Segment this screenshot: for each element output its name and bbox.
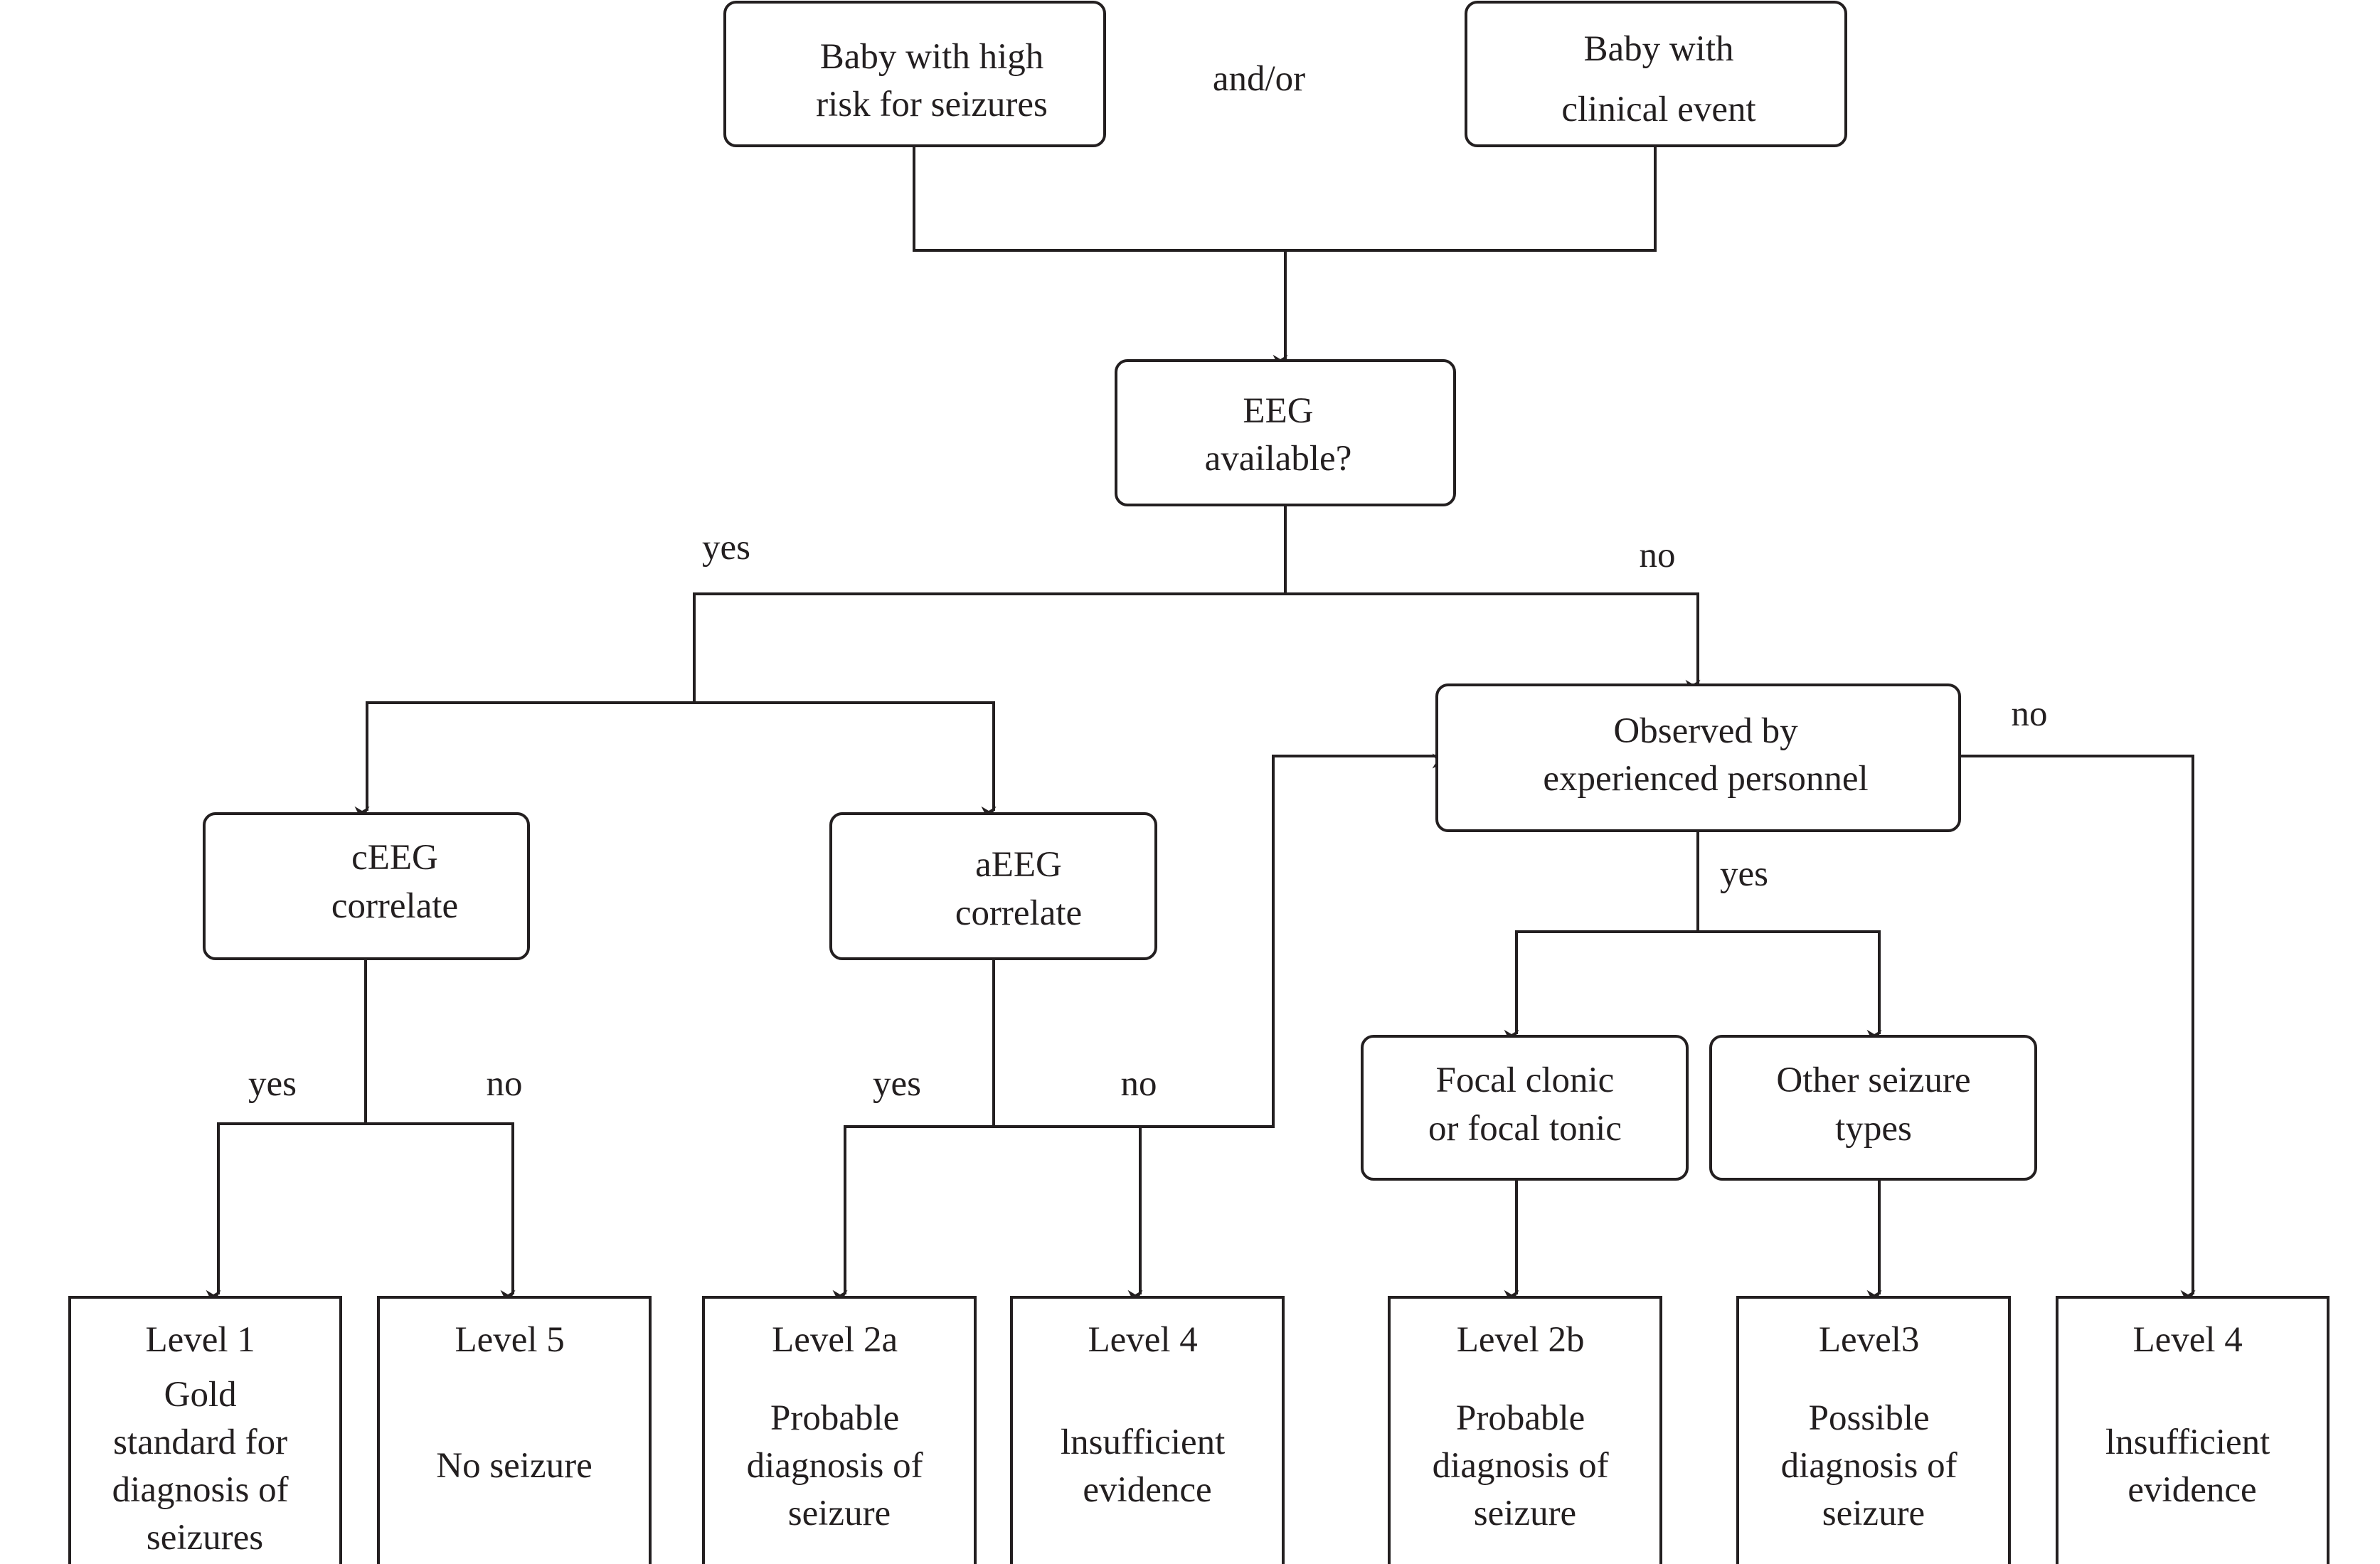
and-or-label: and/or [1213,59,1305,99]
svg-text:Level 1 Gold stand: Level 1 Gold standard for diagnosis of s… [112,1320,298,1558]
svg-text:Level3 Possible di: Level3 Possible diagnosis of seizure [1781,1320,1967,1533]
edge-ceeg-yes-level1 [206,1122,366,1305]
label-eeg-yes: yes [702,528,750,568]
label-ceeg-yes: yes [248,1064,297,1104]
edge-highrisk-merge [913,146,1657,252]
edge-aeeg-no-level4 [994,1125,1143,1305]
edge-eeg-split [693,505,1287,703]
svg-text:Level 4 lnsufficient: Level 4 lnsufficient evidence [1061,1320,1234,1510]
edge-aeeg-yes-level2a [832,1125,994,1305]
label-observed-no: no [2012,694,2048,734]
edge-yes-to-aeeg [694,701,997,821]
svg-text:Level 2a Probable: Level 2a Probable diagnosis of seizure [747,1320,933,1533]
node-level-5: Level 5 No seizure [377,1296,652,1564]
svg-text:Level 5 No seizure: Level 5 No seizure [436,1320,593,1486]
edge-aeeg-no-to-observed [1140,753,1447,1128]
label-observed-yes: yes [1720,854,1768,894]
label-aeeg-yes: yes [873,1064,921,1104]
label-eeg-no: no [1640,536,1676,575]
node-level-1: Level 1 Gold standard for diagnosis of s… [68,1296,342,1564]
label-ceeg-no: no [487,1064,523,1104]
node-level-4-left: Level 4 lnsufficient evidence [1010,1296,1285,1564]
label-aeeg-no: no [1121,1064,1157,1104]
node-level-3: Level3 Possible diagnosis of seizure [1736,1296,2011,1564]
edge-observed-other [1698,930,1882,1045]
svg-text:Level 2b Probable: Level 2b Probable diagnosis of seizure [1433,1320,1618,1533]
edge-yes-to-ceeg [354,701,694,821]
node-level-4-right: Level 4 lnsufficient evidence [2056,1296,2329,1564]
edge-ceeg-no-level5 [366,1122,516,1305]
node-level-2b: Level 2b Probable diagnosis of seizure [1388,1296,1662,1564]
connectors [206,146,2196,1305]
edge-observed-no-level4 [1960,755,2196,1305]
node-level-2a: Level 2a Probable diagnosis of seizure [702,1296,977,1564]
edge-labels: yes no no yes yes no yes no [248,528,2047,1104]
edge-eeg-no-to-observed [1285,592,1701,695]
svg-text:Level 4 lnsufficient: Level 4 lnsufficient evidence [2105,1320,2279,1510]
edge-observed-split [1504,831,1699,1045]
